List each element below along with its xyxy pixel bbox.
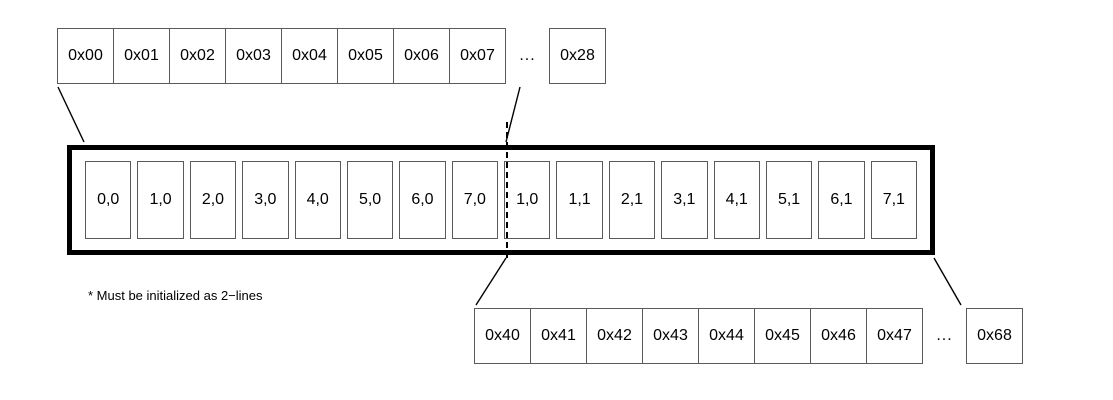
connector-top-right (505, 86, 521, 143)
bottom-address-cell: 0x40 (474, 308, 531, 364)
cache-line-cell: 1,0 (137, 161, 184, 239)
top-address-cell: 0x06 (393, 28, 450, 84)
top-address-cell: 0x03 (225, 28, 282, 84)
connector-bottom-left (475, 257, 507, 306)
top-address-tail-cell: 0x28 (549, 28, 606, 84)
bottom-address-cell: 0x43 (642, 308, 699, 364)
bottom-address-cell: 0x44 (698, 308, 755, 364)
bottom-address-cell: 0x42 (586, 308, 643, 364)
cache-line-cell: 3,1 (661, 161, 708, 239)
cache-line-cell: 7,0 (451, 161, 498, 239)
bottom-address-cell: 0x41 (530, 308, 587, 364)
top-address-cell: 0x02 (169, 28, 226, 84)
top-address-cell: 0x01 (113, 28, 170, 84)
cache-line-cell: 3,0 (242, 161, 289, 239)
bottom-address-cell: 0x45 (754, 308, 811, 364)
cache-line-cell: 6,1 (818, 161, 865, 239)
cache-line-cell: 2,0 (189, 161, 237, 239)
top-address-cell: 0x07 (449, 28, 506, 84)
top-address-cell: 0x05 (337, 28, 394, 84)
bottom-row-ellipsis: ... (936, 327, 953, 344)
bottom-address-cell: 0x47 (866, 308, 923, 364)
cache-line-cell-group: 0,0 1,0 2,0 3,0 4,0 5,0 6,0 7,0 1,0 1,1 … (72, 150, 930, 250)
cache-line-cell: 7,1 (870, 161, 917, 239)
cache-line-cell: 2,1 (608, 161, 656, 239)
cache-line-cell: 6,0 (399, 161, 446, 239)
top-address-cell: 0x00 (57, 28, 114, 84)
top-row-ellipsis: ... (519, 47, 536, 64)
line-split-marker (506, 122, 508, 258)
connector-bottom-right (933, 257, 962, 306)
cache-line-cell: 5,1 (765, 161, 813, 239)
bottom-address-tail-cell: 0x68 (966, 308, 1023, 364)
bottom-address-row: 0x40 0x41 0x42 0x43 0x44 0x45 0x46 0x47 … (474, 308, 1023, 364)
cache-line-cell: 4,0 (294, 161, 341, 239)
top-address-cell: 0x04 (281, 28, 338, 84)
initialization-note: * Must be initialized as 2−lines (88, 288, 263, 303)
cache-line-container: 0,0 1,0 2,0 3,0 4,0 5,0 6,0 7,0 1,0 1,1 … (67, 145, 935, 255)
cache-line-cell: 1,0 (504, 161, 551, 239)
top-address-row: 0x00 0x01 0x02 0x03 0x04 0x05 0x06 0x07 … (57, 28, 606, 84)
cache-line-cell: 0,0 (85, 161, 132, 239)
bottom-address-cell: 0x46 (810, 308, 867, 364)
cache-line-cell: 5,0 (346, 161, 394, 239)
cache-line-cell: 1,1 (556, 161, 603, 239)
cache-line-cell: 4,1 (713, 161, 760, 239)
connector-top-left (57, 86, 85, 143)
